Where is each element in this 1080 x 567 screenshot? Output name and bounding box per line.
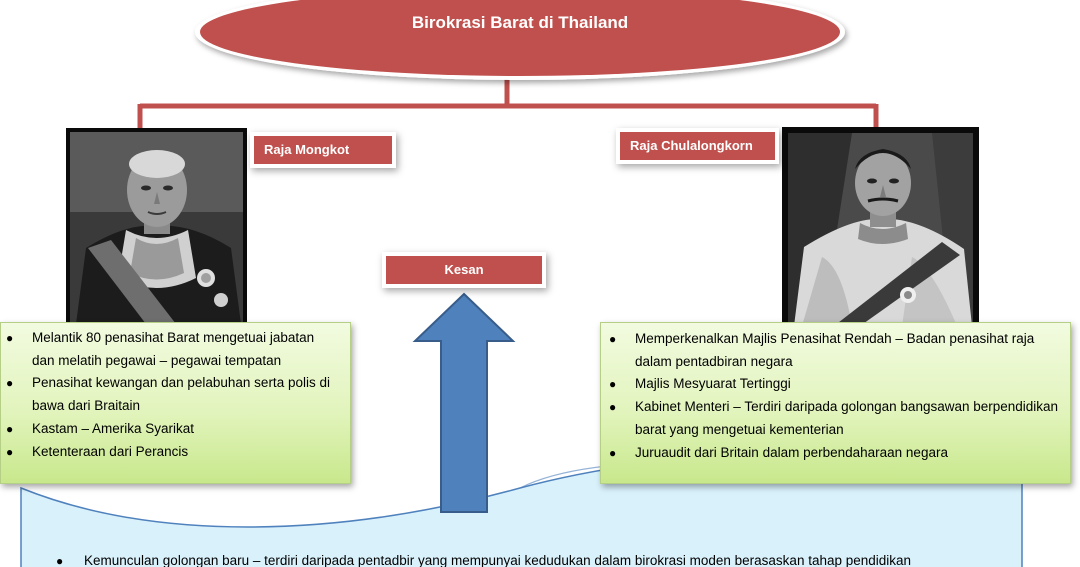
list-item: ●Kabinet Menteri – Terdiri daripada golo…	[608, 396, 1062, 441]
list-item: ●Melantik 80 penasihat Barat mengetuai j…	[5, 327, 340, 372]
right-points-box: ●Memperkenalkan Majlis Penasihat Rendah …	[600, 322, 1071, 484]
portrait-king-uniform-icon	[782, 127, 979, 326]
bullet-icon: ●	[6, 444, 14, 459]
up-arrow-icon	[412, 292, 516, 513]
portrait-raja-mongkot	[66, 128, 247, 324]
portrait-raja-chulalongkorn	[782, 127, 979, 326]
bullet-icon: ●	[609, 400, 617, 415]
label-kesan: Kesan	[386, 256, 542, 284]
title-oval	[195, 0, 845, 80]
bullet-icon: ●	[6, 421, 14, 436]
left-points-box: ●Melantik 80 penasihat Barat mengetuai j…	[0, 322, 351, 484]
label-raja-chulalongkorn: Raja Chulalongkorn	[620, 132, 775, 160]
bullet-icon: ●	[6, 331, 14, 345]
list-item: ●Ketenteraan dari Perancis	[5, 441, 340, 464]
bottom-point: ●Kemunculan golongan baru – terdiri dari…	[56, 551, 1066, 567]
list-item: ●Penasihat kewangan dan pelabuhan serta …	[5, 372, 340, 417]
bullet-icon: ●	[609, 332, 617, 346]
bullet-icon: ●	[609, 377, 617, 392]
left-points-list: ●Melantik 80 penasihat Barat mengetuai j…	[5, 327, 340, 463]
list-item: ●Kastam – Amerika Syarikat	[5, 418, 340, 441]
right-points-list: ●Memperkenalkan Majlis Penasihat Rendah …	[608, 328, 1062, 464]
bullet-icon: ●	[56, 554, 64, 567]
bullet-icon: ●	[6, 376, 14, 391]
list-item: ●Majlis Mesyuarat Tertinggi	[608, 373, 1062, 396]
connector-lines	[137, 74, 879, 130]
portrait-elderly-king-icon	[66, 128, 247, 324]
label-raja-mongkot: Raja Mongkot	[254, 136, 392, 164]
bullet-icon: ●	[609, 445, 617, 460]
list-item: ●Memperkenalkan Majlis Penasihat Rendah …	[608, 328, 1062, 373]
diagram-title: Birokrasi Barat di Thailand	[411, 13, 629, 32]
list-item: ●Juruaudit dari Britain dalam perbendaha…	[608, 442, 1062, 465]
